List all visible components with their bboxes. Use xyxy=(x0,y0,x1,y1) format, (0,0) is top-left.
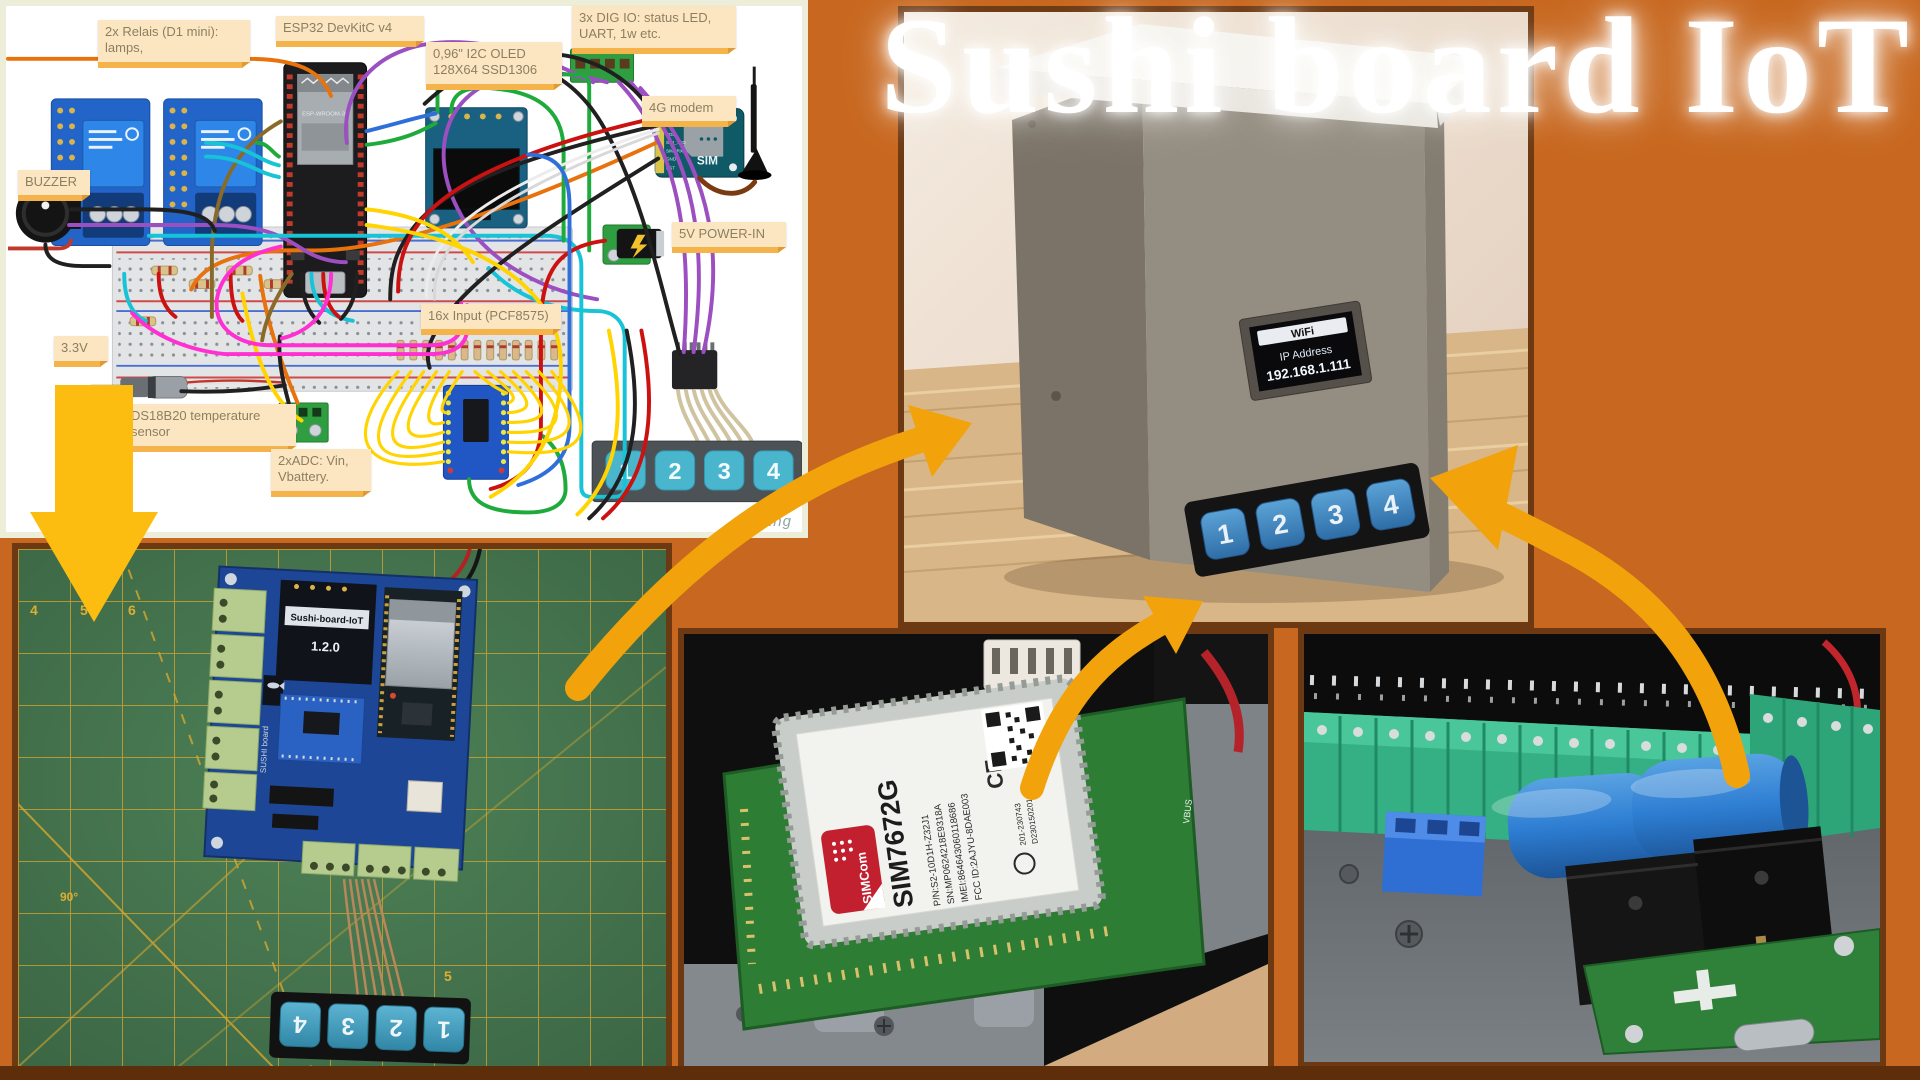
pcf8575-board xyxy=(442,384,509,480)
wood-corner xyxy=(1044,964,1268,1066)
bottom-frame xyxy=(0,1066,1920,1080)
membrane-keypad: 4 3 2 1 xyxy=(269,991,471,1065)
pcb-photo-art: 4 5 6 5 90° xyxy=(17,548,667,1068)
svg-text:RST: RST xyxy=(666,165,675,170)
simcom-brand: SIMCom xyxy=(853,851,875,905)
usb-c-port xyxy=(1733,1018,1815,1052)
note-pcf: 16x Input (PCF8575) xyxy=(421,304,561,336)
battery-photo-art xyxy=(1304,634,1881,1062)
pcb-oled-title: Sushi-board-IoT xyxy=(290,612,363,627)
box-key-3: 3 xyxy=(1326,499,1346,531)
wiring-diagram-panel: ESP-WROOM-32 xyxy=(0,0,808,538)
membrane-key-2: 2 xyxy=(389,1014,403,1041)
pin-header xyxy=(271,813,319,831)
svg-text:6: 6 xyxy=(128,602,136,618)
membrane-key-3: 3 xyxy=(341,1012,355,1039)
pin-header xyxy=(269,785,335,807)
esp32-shield-label: ESP-WROOM-32 xyxy=(302,112,348,118)
modem-sim-label: SIM xyxy=(697,154,718,167)
svg-text:4: 4 xyxy=(30,602,38,618)
note-33v: 3.3V xyxy=(54,336,108,368)
box-keypad: 1 2 3 4 xyxy=(1184,463,1430,577)
membrane-key-4: 4 xyxy=(292,1010,307,1037)
wiring-diagram-art: ESP-WROOM-32 xyxy=(6,40,802,521)
pcb-photo: 4 5 6 5 90° xyxy=(12,543,672,1073)
fish-icon xyxy=(267,682,285,691)
svg-text:5: 5 xyxy=(80,602,88,618)
box-key-4: 4 xyxy=(1381,489,1401,521)
battery-photo xyxy=(1298,628,1886,1068)
relay-module-2 xyxy=(163,98,263,247)
svg-text:GND: GND xyxy=(666,156,677,161)
note-adc: 2xADC: Vin, Vbattery. xyxy=(271,449,371,496)
note-esp32: ESP32 DevKitC v4 xyxy=(276,16,424,48)
qr-code xyxy=(980,701,1051,772)
sushi-board-pcb: Sushi-board-IoT 1.2.0 SUSHI board xyxy=(202,565,479,882)
svg-text:5: 5 xyxy=(444,968,452,984)
simcom-logo: SIMCom xyxy=(821,825,886,914)
pcb-terminals-bottom xyxy=(301,840,460,882)
sim-modem-art: VBUS SIMCom SIM7672G xyxy=(684,634,1268,1066)
pcb-oled-version: 1.2.0 xyxy=(311,638,341,654)
box-key-1: 1 xyxy=(1215,518,1235,550)
note-ds18b20: DS18B20 temperature sensor xyxy=(124,404,296,451)
note-modem: 4G modem xyxy=(642,96,736,128)
bottom-pcb xyxy=(1582,927,1881,1056)
screw-hole xyxy=(1051,391,1061,401)
note-relays: 2x Relais (D1 mini): lamps, xyxy=(98,20,250,67)
sim-modem-photo: VBUS SIMCom SIM7672G xyxy=(678,628,1274,1072)
diagram-key-4: 4 xyxy=(767,458,780,484)
pcb-esp32 xyxy=(376,587,463,742)
blue-terminal xyxy=(1381,811,1487,897)
pcb-terminals-left xyxy=(202,587,267,812)
page-title: Sushi board IoT xyxy=(880,0,1914,142)
note-digio: 3x DIG IO: status LED, UART, 1w etc. xyxy=(572,6,736,53)
pcb-subboard xyxy=(276,693,366,765)
keypad-ribbon-connector xyxy=(671,342,754,442)
pcb-oled: Sushi-board-IoT 1.2.0 xyxy=(275,579,377,685)
svg-text:SIM_TXD: SIM_TXD xyxy=(666,140,686,145)
sim7672g-module: SIMCom SIM7672G P/N:S2-10D1H-Z32J1 SN:MP… xyxy=(771,674,1106,950)
note-buzzer: BUZZER xyxy=(18,170,90,202)
oled-status-line: WiFi xyxy=(1290,325,1315,340)
enclosure-photo: WiFi IP Address 192.168.1.111 1 2 3 4 xyxy=(898,6,1534,628)
diagram-key-2: 2 xyxy=(668,458,681,484)
svg-text:90°: 90° xyxy=(60,890,78,904)
enclosure-box: WiFi IP Address 192.168.1.111 1 2 3 4 xyxy=(996,24,1486,592)
fritzing-watermark: fritzing xyxy=(739,513,792,530)
red-wire xyxy=(1200,649,1244,753)
jst-connector xyxy=(406,780,444,813)
note-oled: 0,96" I2C OLED 128X64 SSD1306 xyxy=(426,42,562,89)
silk-vbus: VBUS xyxy=(1181,799,1194,825)
membrane-ribbon xyxy=(342,878,405,998)
antenna-icon xyxy=(737,66,772,181)
svg-text:VDD: VDD xyxy=(666,132,676,137)
screw-hole xyxy=(1028,120,1036,128)
note-power: 5V POWER-IN xyxy=(672,222,786,254)
enclosure-photo-art: WiFi IP Address 192.168.1.111 1 2 3 4 xyxy=(903,12,1529,622)
base-screws xyxy=(1339,864,1423,948)
box-key-2: 2 xyxy=(1270,508,1290,540)
diagram-key-3: 3 xyxy=(718,458,731,484)
membrane-key-1: 1 xyxy=(437,1015,451,1042)
box-oled-display: WiFi IP Address 192.168.1.111 xyxy=(1238,300,1373,401)
pcb-silkscreen: SUSHI board xyxy=(259,726,270,774)
